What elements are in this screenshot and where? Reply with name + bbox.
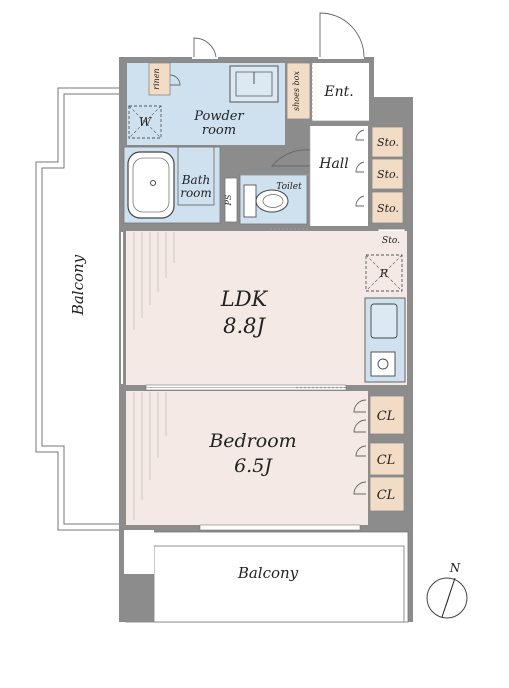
balcony-bottom xyxy=(124,530,409,623)
ldk-size-label: 8.8J xyxy=(223,314,266,338)
ldk-name-label: LDK xyxy=(220,287,269,311)
balcony-left-label: Balcony xyxy=(69,254,87,316)
closet-label-1: CL xyxy=(377,409,396,424)
hall xyxy=(310,126,368,226)
closet-3 xyxy=(369,476,405,512)
balcony-left xyxy=(35,87,120,531)
ps-label: PS xyxy=(224,194,233,206)
closet-label-3: CL xyxy=(377,488,396,503)
ldk-floor xyxy=(126,231,362,385)
toilet-bowl xyxy=(255,189,289,213)
entrance-label: Ent. xyxy=(323,84,353,100)
bathroom-label-1: Bath xyxy=(181,173,211,187)
storage-1 xyxy=(371,126,404,158)
compass-north-label: N xyxy=(449,561,461,575)
hall-label: Hall xyxy=(318,156,349,172)
rinen-label: rinen xyxy=(152,68,161,89)
storage-3 xyxy=(371,191,404,224)
balcony-bottom-label: Balcony xyxy=(237,564,299,582)
storage-2 xyxy=(371,158,404,190)
compass xyxy=(426,577,468,619)
powder-room-label-2: room xyxy=(202,123,236,138)
closet-label-2: CL xyxy=(377,453,396,468)
pipe-space xyxy=(224,177,238,223)
bedroom xyxy=(126,391,405,531)
storage-label-3: Sto. xyxy=(377,202,399,215)
ldk-window-hatch xyxy=(133,232,175,330)
shoes-box-label: shoes box xyxy=(292,71,301,111)
wet-area xyxy=(123,62,369,226)
storage-label-2: Sto. xyxy=(377,168,399,181)
bedroom-window-hatch xyxy=(133,392,167,520)
closet-2 xyxy=(369,442,405,476)
powder-room-label-1: Powder xyxy=(193,109,244,124)
refrigerator-label: R xyxy=(379,267,388,280)
refrigerator-space xyxy=(365,254,403,292)
washer-space xyxy=(128,105,162,139)
storage-label-4: Sto. xyxy=(382,236,400,246)
washer-label: W xyxy=(139,115,153,129)
storage-label-1: Sto. xyxy=(377,136,399,149)
entry-doors xyxy=(169,12,365,86)
bathroom-label-2: room xyxy=(180,186,212,200)
bedroom-name-label: Bedroom xyxy=(208,430,296,452)
sliding-door-ldk-bedroom xyxy=(145,384,347,391)
bedroom-size-label: 6.5J xyxy=(234,455,273,477)
toilet-label: Toilet xyxy=(276,182,302,192)
ldk xyxy=(121,228,407,385)
closet-1 xyxy=(369,395,405,435)
entrance xyxy=(312,63,369,121)
shoes-box xyxy=(286,62,311,120)
cooktop xyxy=(370,351,396,377)
kitchen-sink xyxy=(370,303,398,339)
